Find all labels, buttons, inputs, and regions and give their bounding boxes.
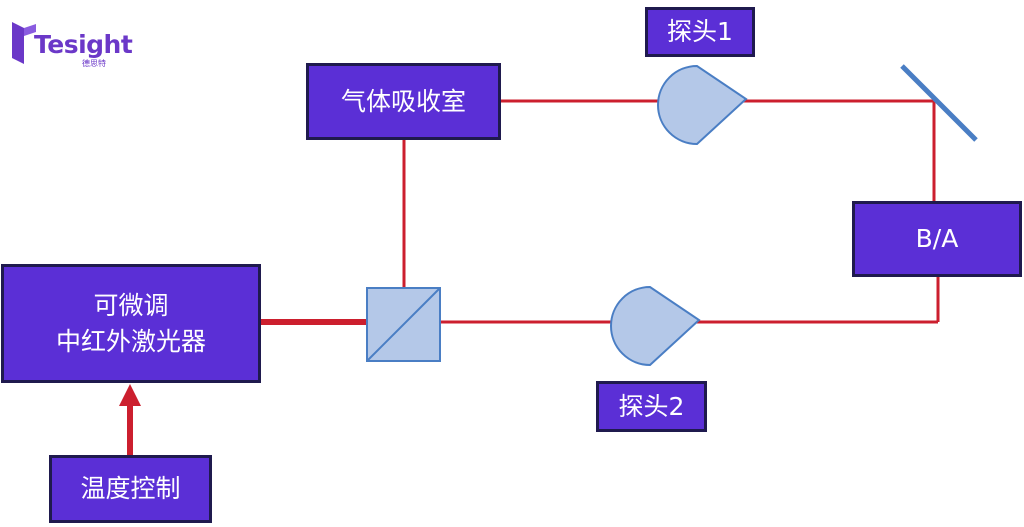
beam-splitter — [366, 287, 441, 362]
temperature-control-box: 温度控制 — [49, 455, 212, 523]
laser-label-line-2: 中红外激光器 — [55, 326, 206, 356]
laser-label-line-1: 可微调 — [93, 290, 169, 320]
gas-absorption-cell-box: 气体吸收室 — [306, 63, 501, 140]
detector-1-icon — [657, 64, 748, 146]
ba-box: B/A — [852, 201, 1022, 277]
mirror — [900, 64, 978, 142]
detector-2-icon — [610, 285, 701, 367]
logo-subtext: 德思特 — [82, 59, 106, 68]
logo-wordmark: Tesight — [34, 30, 133, 59]
probe-2-label: 探头2 — [596, 381, 707, 432]
probe-1-label: 探头1 — [645, 7, 755, 57]
tesight-logo: Tesight 德思特 — [10, 18, 133, 68]
logo-mark-icon — [12, 22, 36, 64]
tunable-mid-ir-laser-box: 可微调 中红外激光器 — [1, 264, 261, 383]
temp-control-arrowhead — [119, 384, 141, 406]
